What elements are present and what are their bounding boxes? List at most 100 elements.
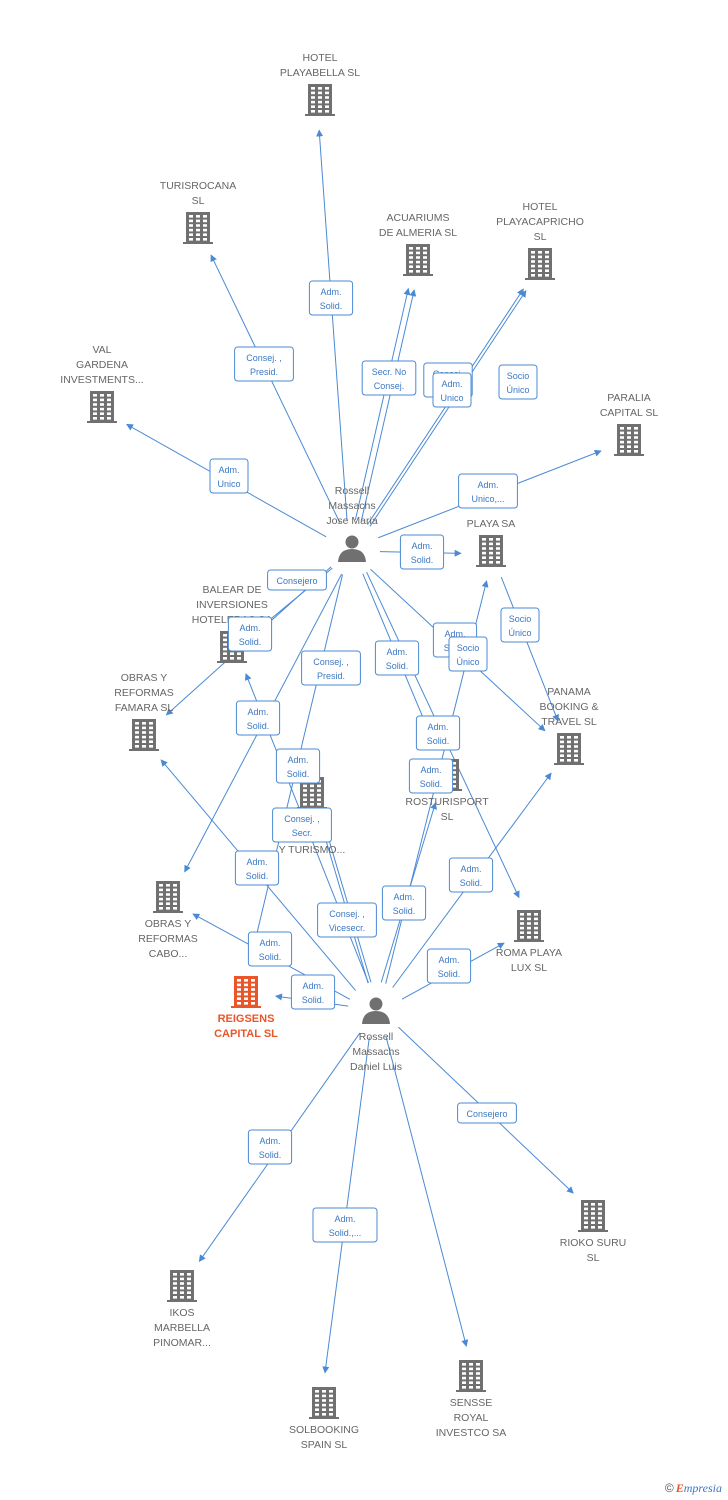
role-label: Adm.Solid. bbox=[399, 534, 445, 570]
footer-brand[interactable]: ©Empresia bbox=[665, 1481, 722, 1496]
company-node[interactable]: TURISROCANA SL bbox=[160, 180, 236, 244]
role-label: Adm.Solid. bbox=[381, 885, 427, 921]
company-node[interactable]: VALGARDENAINVESTMENTS... bbox=[60, 344, 144, 423]
role-label: Adm.Solid. bbox=[426, 948, 472, 984]
edge-line bbox=[322, 1037, 370, 1374]
role-text: Solid. bbox=[246, 871, 269, 881]
role-text: Solid. bbox=[302, 995, 325, 1005]
building-icon bbox=[578, 1200, 608, 1232]
role-label: Adm.Unico bbox=[209, 458, 249, 494]
role-text: Solid. bbox=[460, 878, 483, 888]
role-label: Adm.Solid. bbox=[234, 850, 280, 886]
role-label: Adm.Solid. bbox=[235, 700, 281, 736]
role-text: Adm. bbox=[444, 629, 465, 639]
edge-line bbox=[321, 820, 372, 983]
role-text: Adm. bbox=[334, 1214, 355, 1224]
role-text: Solid. bbox=[420, 779, 443, 789]
role-text: Solid. bbox=[259, 1150, 282, 1160]
role-text: Adm. bbox=[477, 480, 498, 490]
person-icon bbox=[362, 997, 390, 1024]
edge-line bbox=[369, 290, 527, 527]
role-text: Solid. bbox=[438, 969, 461, 979]
role-text: Unico bbox=[440, 393, 463, 403]
building-icon bbox=[309, 1387, 339, 1419]
role-label: Adm. Solid. bbox=[415, 715, 461, 751]
role-text: Adm. bbox=[460, 864, 481, 874]
company-node[interactable]: PLAYA SA bbox=[467, 518, 516, 567]
node-label: SL bbox=[441, 811, 454, 823]
role-label: Adm. Solid.,... bbox=[312, 1207, 378, 1243]
role-label: Adm.Solid. bbox=[227, 616, 273, 652]
role-text: Consej. , bbox=[246, 353, 282, 363]
node-label: MARBELLA bbox=[154, 1322, 210, 1334]
edge-line bbox=[354, 287, 411, 521]
role-label: Adm.Unico,... bbox=[458, 473, 518, 509]
edge-line bbox=[385, 1036, 469, 1347]
role-text: Solid. bbox=[247, 721, 270, 731]
role-text: Adm. bbox=[427, 722, 448, 732]
node-label: TURISROCANA bbox=[160, 180, 236, 192]
role-text: Consej. , bbox=[329, 909, 365, 919]
node-label: Massachs bbox=[352, 1046, 399, 1058]
role-text: Secr. bbox=[292, 828, 313, 838]
role-text: Consej. , bbox=[313, 657, 349, 667]
node-label: CAPITAL SL bbox=[214, 1028, 278, 1040]
edges-layer bbox=[126, 129, 602, 1374]
role-label: Adm. Solid. bbox=[448, 857, 494, 893]
role-text: Consejero bbox=[276, 576, 317, 586]
node-label: VAL bbox=[92, 344, 111, 356]
node-label: DE ALMERIA SL bbox=[379, 227, 457, 239]
node-label: PANAMA bbox=[547, 686, 591, 698]
role-text: Solid. bbox=[287, 769, 310, 779]
role-text: Solid. bbox=[427, 736, 450, 746]
edge-line bbox=[316, 129, 348, 521]
edge-line bbox=[360, 289, 417, 522]
role-label: Adm.Solid. bbox=[247, 1129, 293, 1165]
role-text: Vicesecr. bbox=[329, 923, 365, 933]
person-icon bbox=[338, 535, 366, 562]
company-node[interactable]: ACUARIUMS DE ALMERIA SL bbox=[379, 212, 457, 276]
building-icon bbox=[456, 1360, 486, 1392]
node-label: SL bbox=[192, 195, 205, 207]
node-label: PLAYA SA bbox=[467, 518, 516, 530]
company-node[interactable]: IKOSMARBELLAPINOMAR... bbox=[153, 1270, 211, 1349]
building-icon bbox=[403, 244, 433, 276]
node-label: OBRAS Y bbox=[121, 672, 168, 684]
edge-line bbox=[210, 254, 341, 523]
role-text: Solid. bbox=[411, 555, 434, 565]
role-text: Solid.,... bbox=[329, 1228, 362, 1238]
role-text: Unico bbox=[217, 479, 240, 489]
role-label: Consej. , Secr. bbox=[272, 807, 332, 843]
node-label: SPAIN SL bbox=[301, 1439, 348, 1451]
company-node[interactable]: OBRAS Y REFORMAS CABO... bbox=[138, 881, 198, 960]
role-label: Consej. ,Presid. bbox=[301, 650, 361, 686]
node-label: FAMARA SL bbox=[115, 702, 174, 714]
node-label: ACUARIUMS bbox=[386, 212, 449, 224]
node-label: CABO... bbox=[149, 948, 188, 960]
role-text: Consej. , bbox=[284, 814, 320, 824]
node-label: OBRAS Y bbox=[145, 918, 192, 930]
node-label: SL bbox=[534, 231, 547, 243]
node-label: REFORMAS bbox=[138, 933, 198, 945]
node-label: RIOKO SURU bbox=[560, 1237, 627, 1249]
node-label: BALEAR DE bbox=[203, 584, 262, 596]
role-text: Adm. bbox=[393, 892, 414, 902]
role-label: Adm.Solid. bbox=[374, 640, 420, 676]
role-label: Adm.Solid. bbox=[247, 931, 293, 967]
role-text: Socio bbox=[509, 614, 532, 624]
node-label: ROYAL bbox=[454, 1412, 489, 1424]
